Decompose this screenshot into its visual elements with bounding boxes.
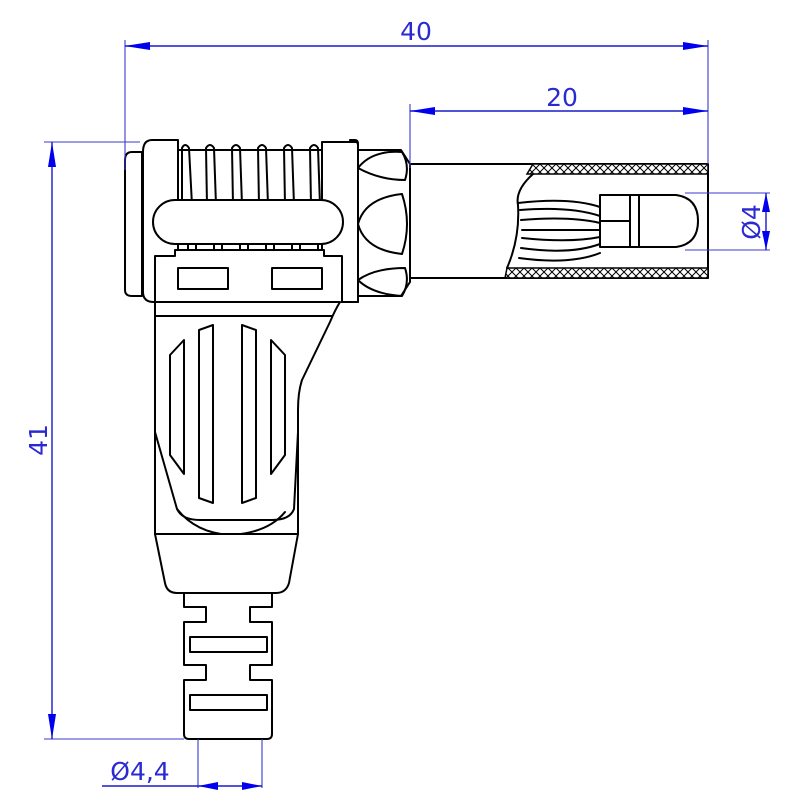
strain-relief [154,533,299,594]
slot-right [271,267,323,290]
pin-sleeve [409,163,709,279]
dimension-cable-diameter: Ø4,4 [102,739,263,790]
dimension-label-40: 40 [400,17,432,46]
dimension-pin-section-length: 20 [409,83,708,168]
spring-fingers [517,199,601,262]
grip-slat-4 [270,339,286,475]
boot-slot-2 [189,694,268,711]
grip-bar [152,199,344,245]
grip-slat-1 [169,339,185,475]
boot-slot-1 [189,636,268,653]
grip-body [154,301,341,536]
dimension-label-d4: Ø4 [737,204,766,240]
dimension-label-d4-4: Ø4,4 [110,757,169,786]
connector-head [124,139,359,303]
grip-slat-3 [241,324,257,504]
dimension-pin-diameter: Ø4 [685,192,770,251]
dimension-overall-length: 40 [124,17,709,170]
dimension-overall-height: 41 [24,141,184,740]
knurl-bottom [504,267,709,279]
dimension-label-20: 20 [546,83,578,112]
cable-boot [183,592,273,740]
upper-ribs [181,144,321,206]
pin-tip [638,194,699,248]
pin-collar [629,194,640,248]
back-cap [124,151,143,297]
hex-nut [357,149,411,297]
cutaway-edge [506,173,534,269]
grip-slat-2 [198,324,214,504]
slot-left [177,267,229,290]
dimension-label-41: 41 [24,424,53,456]
knurl-top [525,163,709,175]
